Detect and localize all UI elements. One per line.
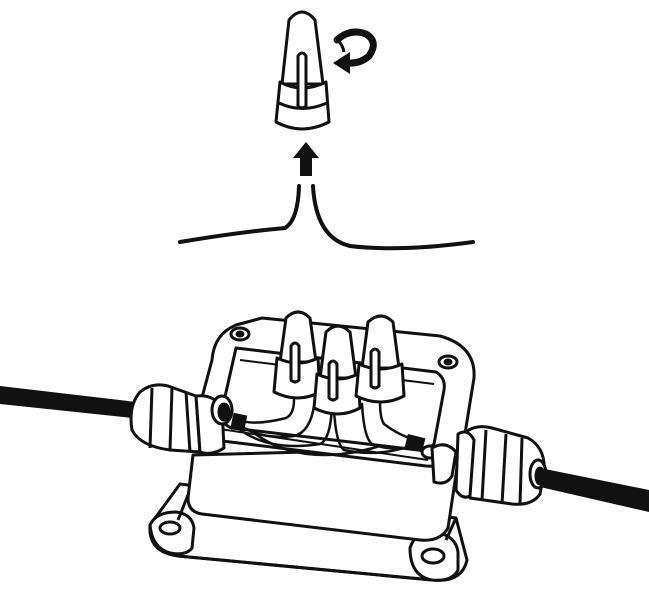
- junction-box-assembly: [0, 312, 649, 580]
- rotate-arrow-icon: [333, 32, 373, 74]
- up-arrow-icon: [293, 142, 319, 176]
- left-cable: [0, 386, 136, 418]
- wire-nut-icon: [276, 12, 329, 129]
- wire-nut-step: [180, 12, 473, 248]
- cable-gland-right: [456, 427, 546, 505]
- twisted-wires: [180, 186, 473, 248]
